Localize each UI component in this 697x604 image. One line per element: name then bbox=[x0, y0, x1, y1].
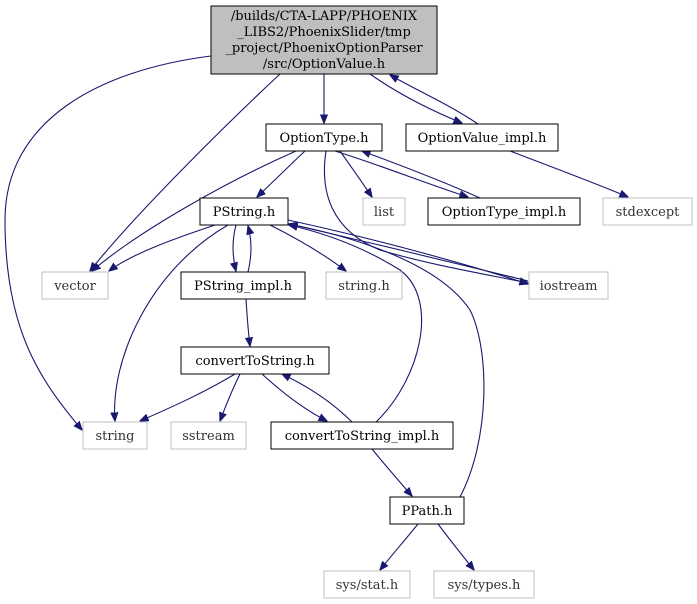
node-string-h-box bbox=[325, 271, 403, 300]
node-iostream-label: iostream bbox=[540, 279, 598, 294]
node-optiontype[interactable]: OptionType.h bbox=[265, 123, 383, 152]
node-converttostring-box bbox=[180, 346, 330, 375]
edge-ppath-to-pstring bbox=[289, 224, 485, 498]
edge-converttostring-impl-to-converttostring bbox=[282, 374, 353, 423]
edge-optiontype-to-optiontype-impl bbox=[334, 150, 468, 197]
node-string-h[interactable]: string.h bbox=[325, 271, 403, 300]
node-optionvalue-impl-label: OptionValue_impl.h bbox=[418, 131, 547, 146]
node-optionvalue-impl-box bbox=[405, 123, 559, 152]
nodes: /builds/CTA-LAPP/PHOENIX _LIBS2/PhoenixS… bbox=[41, 5, 693, 599]
node-sys-types-label: sys/types.h bbox=[448, 578, 521, 593]
node-string[interactable]: string bbox=[82, 421, 148, 450]
edge-optiontype-to-iostream bbox=[323, 150, 528, 283]
edge-optionvalue-to-vector bbox=[90, 73, 281, 271]
edge-converttostring-impl-to-pstring bbox=[289, 225, 423, 423]
edge-optionvalue-impl-to-stdexcept bbox=[509, 150, 628, 197]
edge-pstring-to-vector bbox=[109, 224, 216, 271]
node-sys-stat-label: sys/stat.h bbox=[336, 578, 399, 593]
edge-converttostring-to-sstream bbox=[220, 373, 241, 421]
node-converttostring-impl-label: convertToString_impl.h bbox=[285, 429, 440, 444]
node-pstring-box bbox=[199, 197, 289, 226]
edge-pstring-to-pstring-impl bbox=[233, 224, 236, 271]
node-stdexcept[interactable]: stdexcept bbox=[602, 197, 693, 226]
node-stdexcept-label: stdexcept bbox=[616, 205, 681, 220]
node-converttostring-label: convertToString.h bbox=[195, 354, 315, 369]
node-ppath-box bbox=[389, 496, 465, 525]
node-optionvalue-line-3: _project/PhoenixOptionParser bbox=[225, 41, 423, 56]
edge-converttostring-impl-to-ppath bbox=[371, 448, 412, 496]
edge-ppath-to-sys-stat bbox=[380, 523, 419, 570]
edge-optionvalue-impl-to-optionvalue bbox=[390, 75, 479, 125]
edge-optiontype-to-list bbox=[339, 150, 372, 197]
edge-pstring-to-string-h bbox=[269, 224, 346, 271]
node-string-box bbox=[82, 421, 148, 450]
node-string-h-label: string.h bbox=[338, 279, 390, 294]
edge-optiontype-to-vector bbox=[92, 150, 297, 271]
edge-optionvalue-to-optionvalue-impl bbox=[369, 73, 462, 123]
node-optiontype-label: OptionType.h bbox=[279, 131, 369, 146]
node-pstring[interactable]: PString.h bbox=[199, 197, 289, 226]
edge-pstring-impl-to-pstring bbox=[248, 226, 251, 273]
edge-pstring-to-string bbox=[115, 224, 229, 421]
node-sys-stat-box bbox=[323, 570, 411, 599]
node-sstream-label: sstream bbox=[182, 429, 235, 444]
node-vector-label: vector bbox=[53, 279, 96, 294]
edge-converttostring-to-converttostring-impl bbox=[261, 373, 327, 421]
node-optionvalue-line-1: /builds/CTA-LAPP/PHOENIX bbox=[231, 9, 418, 24]
node-optiontype-impl-box bbox=[427, 197, 581, 226]
node-list-label: list bbox=[374, 205, 395, 220]
node-converttostring-impl-box bbox=[270, 421, 454, 450]
node-sstream-box bbox=[170, 421, 247, 450]
node-pstring-impl-box bbox=[180, 271, 306, 300]
edge-optionvalue-to-string bbox=[4, 55, 212, 430]
node-sys-stat[interactable]: sys/stat.h bbox=[323, 570, 411, 599]
edge-ppath-to-sys-types bbox=[437, 523, 474, 570]
node-string-label: string bbox=[96, 429, 135, 444]
edge-optiontype-to-pstring bbox=[257, 150, 306, 197]
node-iostream-box bbox=[528, 271, 609, 300]
node-optiontype-box bbox=[265, 123, 383, 152]
node-sys-types-box bbox=[433, 570, 535, 599]
node-ppath-label: PPath.h bbox=[402, 504, 453, 519]
node-vector[interactable]: vector bbox=[41, 271, 109, 300]
node-stdexcept-box bbox=[602, 197, 693, 226]
node-pstring-impl-label: PString_impl.h bbox=[194, 279, 293, 294]
edge-converttostring-to-string bbox=[140, 373, 236, 421]
node-ppath[interactable]: PPath.h bbox=[389, 496, 465, 525]
node-optionvalue-line-2: _LIBS2/PhoenixSlider/tmp bbox=[237, 25, 411, 40]
edge-pstring-impl-to-converttostring bbox=[246, 298, 250, 346]
node-optionvalue-box bbox=[210, 5, 438, 75]
edge-pstring-to-iostream bbox=[287, 219, 528, 284]
node-pstring-impl[interactable]: PString_impl.h bbox=[180, 271, 306, 300]
node-optionvalue-line-4: /src/OptionValue.h bbox=[263, 57, 386, 72]
node-optionvalue-impl[interactable]: OptionValue_impl.h bbox=[405, 123, 559, 152]
node-optionvalue[interactable]: /builds/CTA-LAPP/PHOENIX _LIBS2/PhoenixS… bbox=[210, 5, 438, 75]
node-converttostring[interactable]: convertToString.h bbox=[180, 346, 330, 375]
node-converttostring-impl[interactable]: convertToString_impl.h bbox=[270, 421, 454, 450]
edges bbox=[4, 55, 628, 570]
node-optiontype-impl[interactable]: OptionType_impl.h bbox=[427, 197, 581, 226]
node-sys-types[interactable]: sys/types.h bbox=[433, 570, 535, 599]
node-pstring-label: PString.h bbox=[213, 205, 276, 220]
node-optiontype-impl-label: OptionType_impl.h bbox=[442, 205, 567, 220]
node-vector-box bbox=[41, 271, 109, 300]
node-iostream[interactable]: iostream bbox=[528, 271, 609, 300]
node-list-box bbox=[362, 197, 406, 226]
node-sstream[interactable]: sstream bbox=[170, 421, 247, 450]
edge-optiontype-impl-to-optiontype bbox=[362, 151, 481, 199]
node-list[interactable]: list bbox=[362, 197, 406, 226]
